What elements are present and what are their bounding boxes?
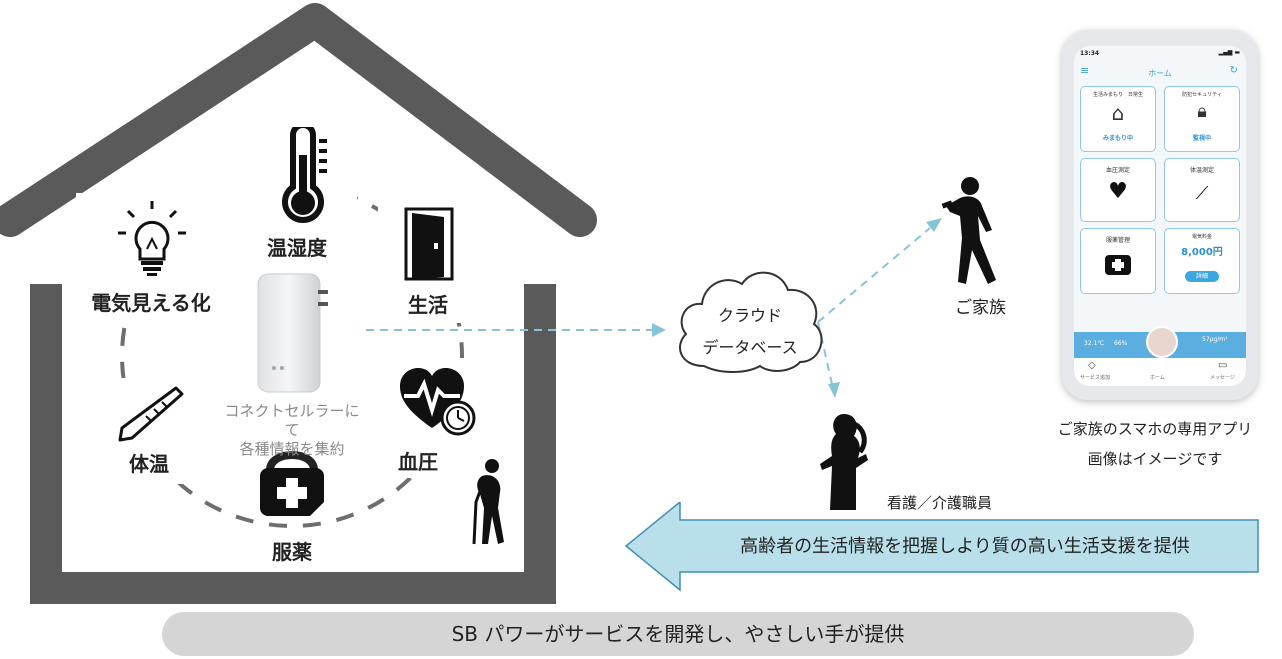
device-caption: コネクトセルラーにて 各種情報を集約 — [222, 402, 362, 459]
card-body-temp-title: 体温測定 — [1189, 167, 1214, 174]
house-roof — [0, 3, 597, 237]
phone-caption-line2: 画像はイメージです — [1087, 450, 1223, 468]
phone-humidity-value: 66% — [1114, 340, 1128, 347]
lock-icon: 🔒︎ — [1197, 101, 1207, 122]
body-temp-sensor: 体温 — [88, 378, 210, 484]
card-blood-pressure[interactable]: 血圧測定 ♥ — [1080, 158, 1156, 222]
card-security[interactable]: 防犯セキュリティ 🔒︎ 監視中 — [1164, 86, 1240, 152]
life-label: 生活 — [408, 293, 448, 317]
arrow-cloud-to-family — [817, 227, 931, 323]
arrow-head-cloud — [652, 323, 666, 337]
door-icon — [404, 207, 454, 281]
medication-label: 服薬 — [272, 540, 312, 564]
thermometer-small-icon: ⟋ — [1195, 183, 1209, 204]
cloud-label-line2: データベース — [702, 338, 798, 357]
temperature-humidity-label: 温湿度 — [267, 236, 327, 260]
footer-text: SB パワーがサービスを開発し、やさしい手が提供 — [451, 622, 905, 646]
device-image — [257, 273, 328, 393]
family-person-icon — [941, 177, 996, 284]
card-security-status: 監視中 — [1192, 135, 1211, 142]
cloud-label-line1: クラウド — [717, 306, 782, 325]
cloud-label: クラウド データベース — [680, 300, 820, 364]
temperature-humidity-sensor: 温湿度 — [237, 127, 357, 265]
support-arrow-shape — [624, 502, 1259, 592]
thermometer-stick-icon — [118, 386, 184, 442]
heart-pulse-icon — [400, 368, 476, 436]
card-security-title: 防犯セキュリティ — [1182, 92, 1222, 98]
arrow-cloud-to-nurse — [817, 321, 833, 385]
lightbulb-icon — [118, 201, 186, 276]
phone-title: ホーム — [1148, 69, 1172, 78]
nav-message-icon: ▭ — [1218, 360, 1228, 371]
heart-small-icon: ♥ — [1108, 179, 1128, 204]
footer-banner: SB パワーがサービスを開発し、やさしい手が提供 — [162, 612, 1194, 656]
card-body-temp[interactable]: 体温測定 ⟋ — [1164, 158, 1240, 222]
card-electricity-title: 電気料金 — [1191, 234, 1212, 240]
phone-temp-value: 32.1℃ — [1084, 340, 1105, 347]
electricity-label: 電気見える化 — [91, 291, 211, 315]
nurse-person-icon — [820, 414, 868, 510]
card-electricity-button[interactable]: 詳細 — [1185, 271, 1219, 282]
connect-cellular-device — [248, 268, 330, 398]
phone-caption: ご家族のスマホの専用アプリ 画像はイメージです — [1028, 414, 1282, 474]
house-walls — [30, 284, 556, 604]
blood-pressure-sensor: 血圧 — [368, 358, 478, 478]
thermometer-icon — [277, 127, 327, 225]
phone-refresh-icon[interactable]: ↻ — [1229, 65, 1238, 76]
life-sensor: 生活 — [378, 205, 478, 323]
nav-service-add[interactable]: サービス追加 — [1080, 375, 1111, 381]
card-medication-title: 服薬管理 — [1105, 237, 1130, 244]
arrow-head-family — [926, 218, 942, 232]
card-life-watch-title: 生活みまもり 日常生 — [1092, 92, 1143, 98]
arrow-head-nurse — [828, 382, 840, 398]
card-blood-pressure-title: 血圧測定 — [1105, 167, 1130, 174]
cloud-shape — [679, 271, 823, 373]
house-diagram — [0, 3, 597, 604]
card-life-watch[interactable]: 生活みまもり 日常生 ⌂ みまもり中 — [1080, 86, 1156, 152]
card-life-watch-status: みまもり中 — [1102, 135, 1133, 142]
phone-status-icons: ▂▄▆ ▬ — [1218, 49, 1240, 56]
elderly-person-icon — [472, 459, 504, 545]
nurse-label: 看護／介護職員 — [887, 494, 993, 512]
phone-time: 13:34 — [1080, 50, 1100, 57]
support-arrow-text: 高齢者の生活情報を把握しより質の高い生活支援を提供 — [740, 536, 1190, 557]
body-temp-label: 体温 — [129, 452, 169, 476]
phone-co2-value: 57μg/m³ — [1202, 336, 1228, 343]
device-caption-line1: コネクトセルラーにて — [224, 402, 360, 439]
electricity-sensor: 電気見える化 — [76, 193, 226, 315]
nav-service-icon: ◇ — [1088, 360, 1096, 371]
family-label: ご家族 — [955, 298, 1006, 318]
phone-menu-icon[interactable]: ≡ — [1080, 64, 1090, 77]
phone-screen: 13:34 ▂▄▆ ▬ ≡ ホーム ↻ 生活みまもり 日常生 ⌂ みまもり中 防… — [1074, 46, 1246, 386]
house-small-icon: ⌂ — [1111, 101, 1125, 125]
device-caption-line2: 各種情報を集約 — [239, 440, 345, 458]
medicine-small-icon — [1105, 255, 1131, 275]
phone-caption-line1: ご家族のスマホの専用アプリ — [1057, 420, 1253, 438]
medication-sensor — [252, 440, 332, 520]
nav-home[interactable]: ホーム — [1150, 375, 1165, 381]
sensor-ring — [120, 184, 464, 528]
card-electricity[interactable]: 電気料金 8,000円 詳細 — [1164, 228, 1240, 294]
blood-pressure-label: 血圧 — [398, 450, 438, 474]
phone-avatar[interactable] — [1146, 326, 1178, 358]
phone-nav: サービス追加 ホーム メッセージ ◇ ▭ — [1074, 358, 1246, 386]
phone-info-bar: 32.1℃ 66% 57μg/m³ — [1074, 326, 1246, 358]
medicine-bag-icon — [260, 451, 324, 516]
nav-message[interactable]: メッセージ — [1210, 375, 1235, 381]
card-electricity-value: 8,000円 — [1181, 247, 1223, 258]
card-medication[interactable]: 服薬管理 — [1080, 228, 1156, 294]
smartphone: 13:34 ▂▄▆ ▬ ≡ ホーム ↻ 生活みまもり 日常生 ⌂ みまもり中 防… — [1062, 30, 1258, 400]
